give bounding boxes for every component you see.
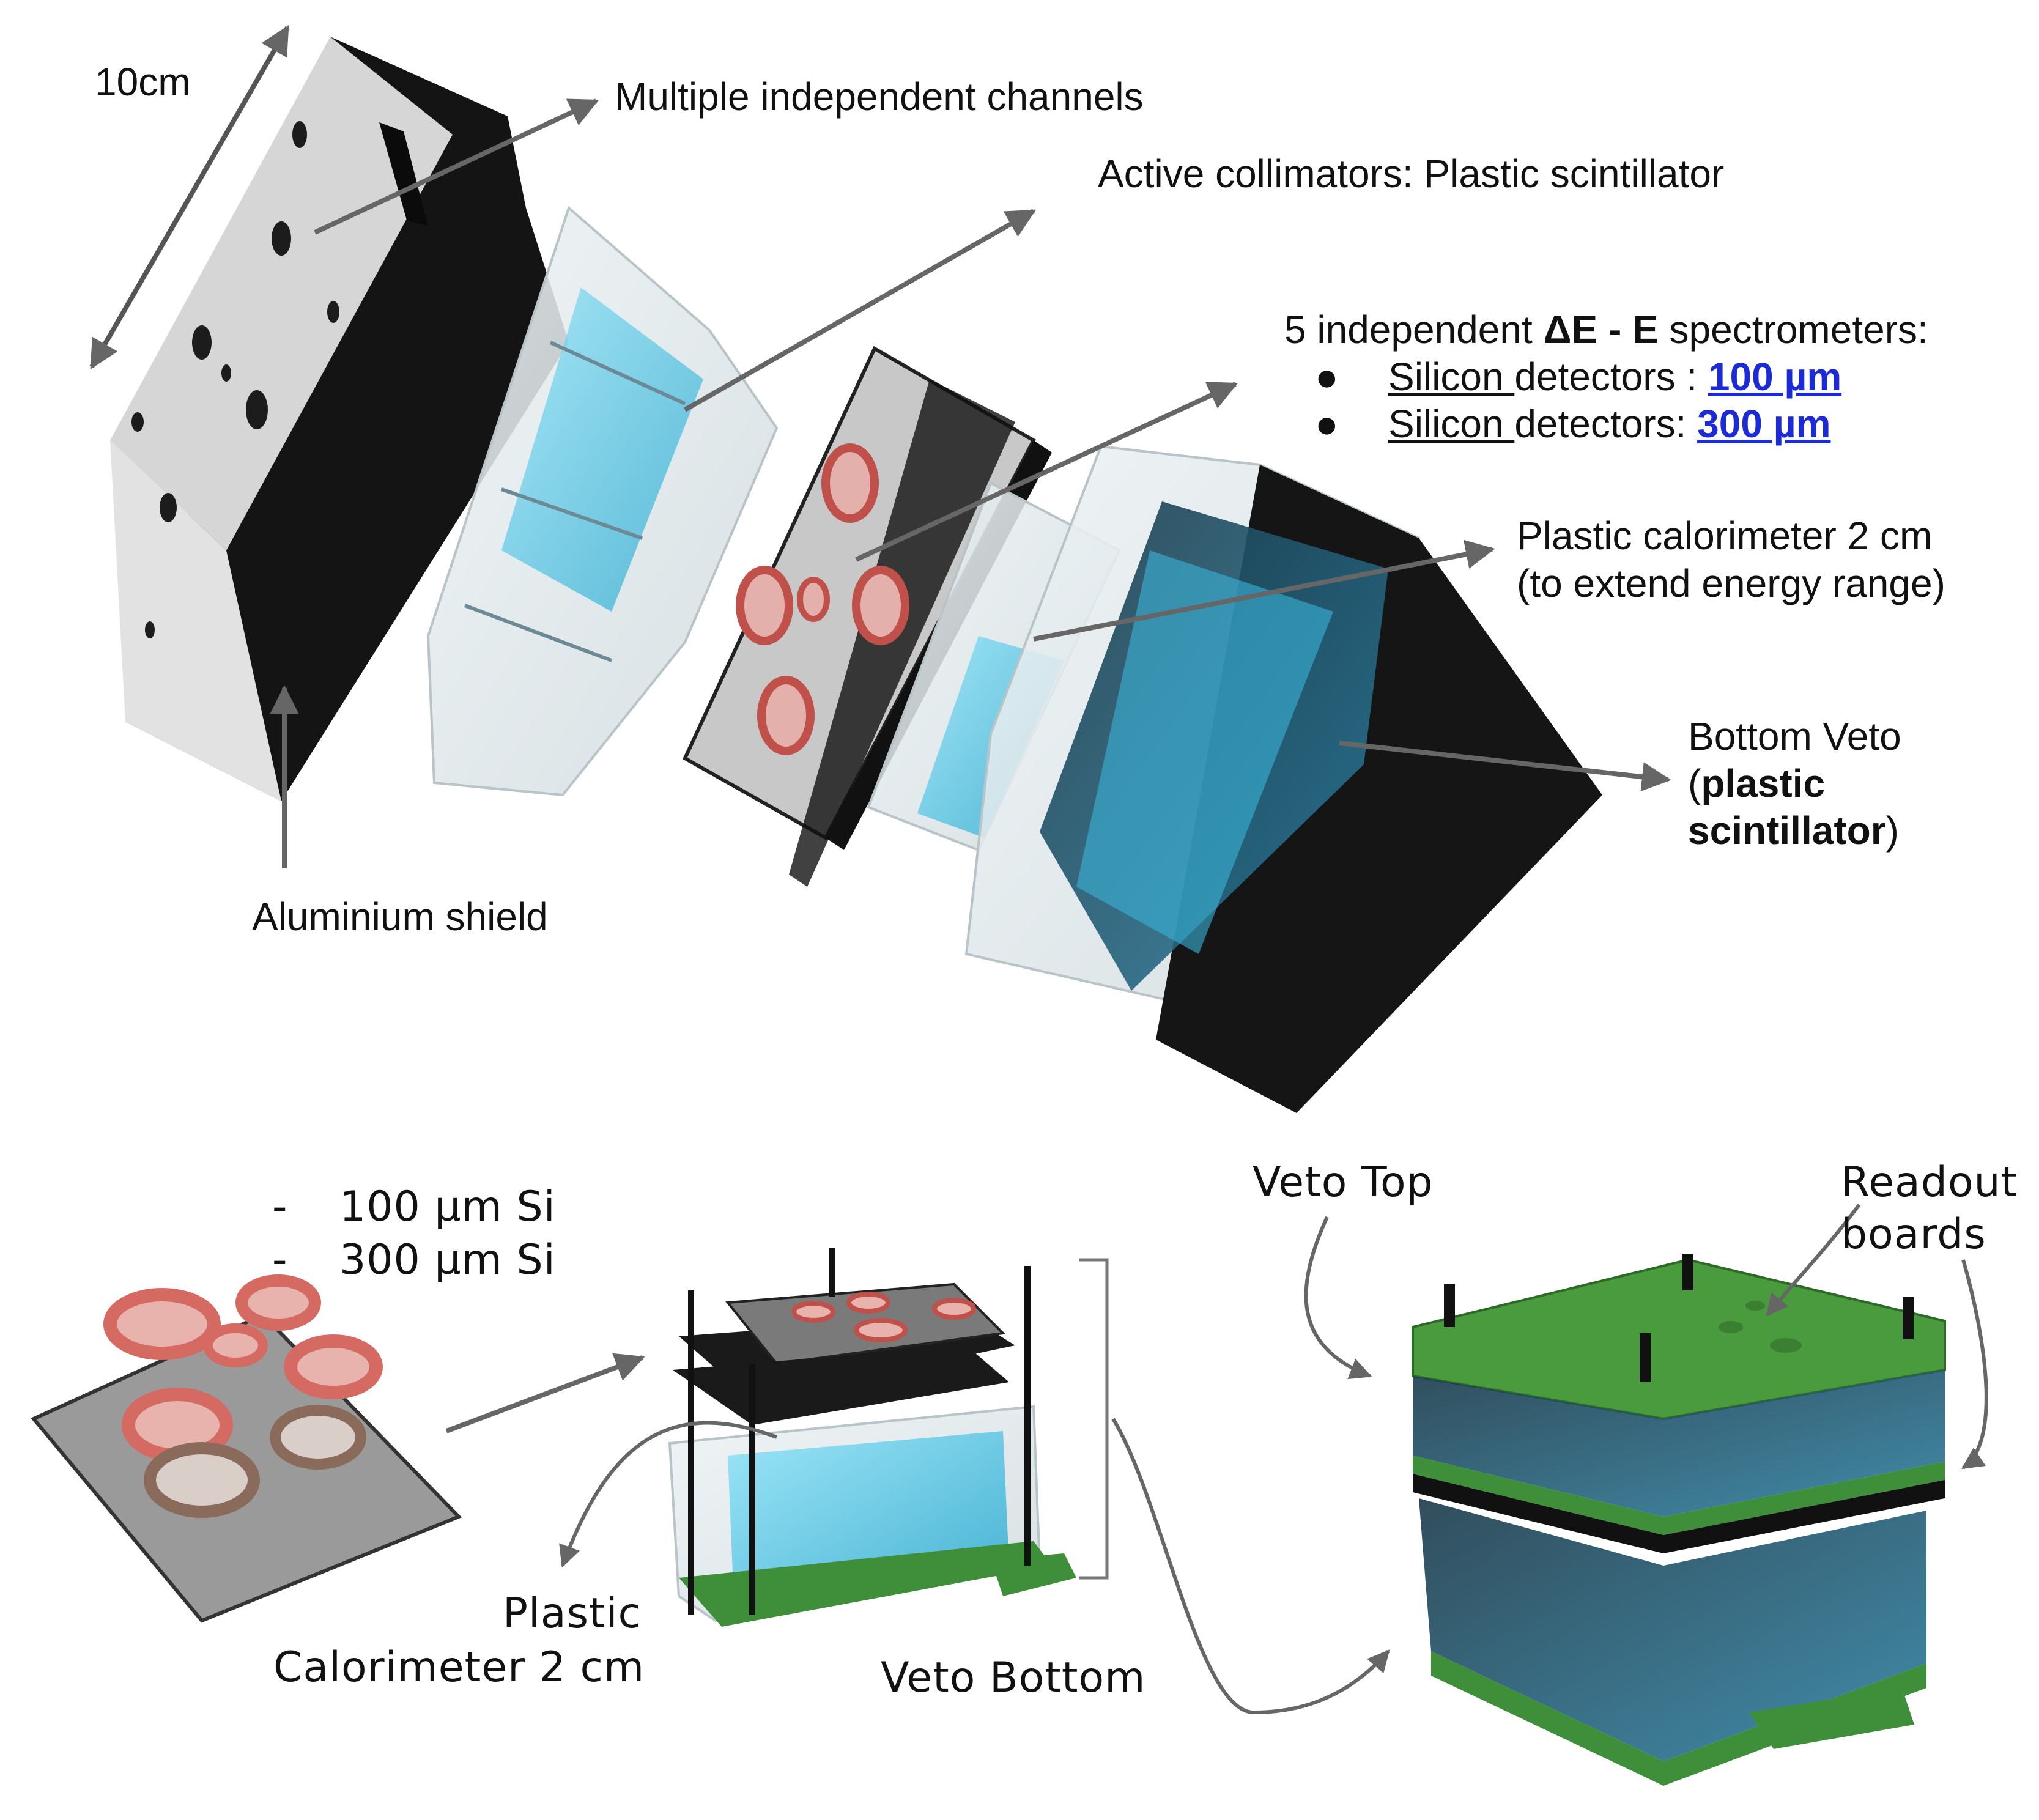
multiple-channels-label: Multiple independent channels bbox=[615, 75, 1144, 119]
readout-line1: Readout bbox=[1841, 1158, 2018, 1207]
arrow-veto-top bbox=[1304, 1216, 1372, 1380]
arrow-spectrometers bbox=[855, 382, 1238, 562]
bullet-icon: ● bbox=[1315, 402, 1339, 446]
bottom-veto-bold1: plastic bbox=[1701, 761, 1826, 805]
arrow-readout-top bbox=[1766, 1204, 1861, 1317]
spectrometers-title: 5 independent ΔE - E spectrometers: bbox=[1284, 308, 1928, 353]
arrow-readout-side bbox=[1961, 1259, 1988, 1470]
arrow-active-collimators bbox=[684, 209, 1037, 412]
arrow-plastic-calorimeter bbox=[1033, 539, 1495, 642]
bullet-icon: ● bbox=[1315, 355, 1339, 399]
hole-icon bbox=[1719, 1321, 1743, 1333]
spectrometers-title-pre: 5 independent bbox=[1284, 308, 1544, 352]
silicon-word-a: Silicon bbox=[1388, 355, 1515, 399]
bottom-veto-open: ( bbox=[1688, 761, 1701, 805]
arrow-to-full-assembly bbox=[1111, 1418, 1390, 1715]
si-item-100: - 100 µm Si bbox=[272, 1183, 556, 1231]
dash-icon: - bbox=[272, 1236, 288, 1284]
veto-top-label: Veto Top bbox=[1253, 1158, 1434, 1207]
plastic-cal-line1: Plastic bbox=[503, 1589, 642, 1638]
copper-ring-icon bbox=[821, 443, 879, 523]
detector-stack-assembly bbox=[668, 1248, 1076, 1627]
bottom-veto-bold2: scintillator bbox=[1688, 808, 1886, 853]
aluminium-shield-label: Aluminium shield bbox=[252, 895, 548, 939]
ring-icon bbox=[103, 1288, 221, 1360]
silicon-module-closeup bbox=[31, 1274, 462, 1623]
arrow-size-10cm bbox=[89, 24, 290, 370]
dash-icon: - bbox=[272, 1183, 288, 1231]
size-label: 10cm bbox=[95, 60, 191, 104]
spectrometers-title-post: spectrometers: bbox=[1658, 308, 1928, 352]
bottom-veto-close: ) bbox=[1885, 808, 1899, 853]
readout-line2: boards bbox=[1841, 1210, 1986, 1259]
detectors-a: detectors : bbox=[1514, 355, 1708, 399]
si-item-100-text: 100 µm Si bbox=[339, 1183, 556, 1231]
si-item-300: - 300 µm Si bbox=[272, 1236, 556, 1284]
bottom-veto-line2: (plastic bbox=[1688, 761, 1825, 807]
silicon-word-b: Silicon bbox=[1388, 402, 1515, 446]
plastic-calorimeter-line2: (to extend energy range) bbox=[1517, 561, 1945, 605]
thickness-300-link[interactable]: 300 µm bbox=[1697, 402, 1831, 446]
thickness-100-link[interactable]: 100 µm bbox=[1708, 355, 1842, 399]
detectors-b: detectors: bbox=[1514, 402, 1698, 446]
full-assembly-readout bbox=[1412, 1254, 1946, 1786]
bottom-veto-title: Bottom Veto bbox=[1688, 714, 1901, 758]
bracket-stack bbox=[1079, 1258, 1109, 1580]
si-item-300-text: 300 µm Si bbox=[339, 1236, 556, 1284]
bottom-veto-housing bbox=[964, 445, 1602, 1113]
arrow-plastic-calorimeter-bottom bbox=[559, 1421, 778, 1568]
hole-icon bbox=[292, 121, 307, 148]
arrow-module-to-stack bbox=[445, 1353, 645, 1433]
veto-bottom-label: Veto Bottom bbox=[881, 1654, 1146, 1702]
silicon-300-item: ● Silicon detectors: 300 µm bbox=[1315, 402, 1830, 447]
silicon-100-item: ● Silicon detectors : 100 µm bbox=[1315, 355, 1841, 400]
active-collimator bbox=[426, 205, 779, 797]
delta-e-e: ΔE - E bbox=[1543, 308, 1659, 352]
arrow-bottom-veto bbox=[1339, 741, 1671, 792]
arrow-multiple-channels bbox=[314, 98, 599, 235]
bottom-veto-line3: scintillator) bbox=[1688, 808, 1899, 854]
active-collimators-label: Active collimators: Plastic scintillator bbox=[1098, 152, 1725, 196]
plastic-cal-line2: Calorimeter 2 cm bbox=[273, 1643, 645, 1692]
plastic-calorimeter-line1: Plastic calorimeter 2 cm bbox=[1517, 514, 1933, 558]
